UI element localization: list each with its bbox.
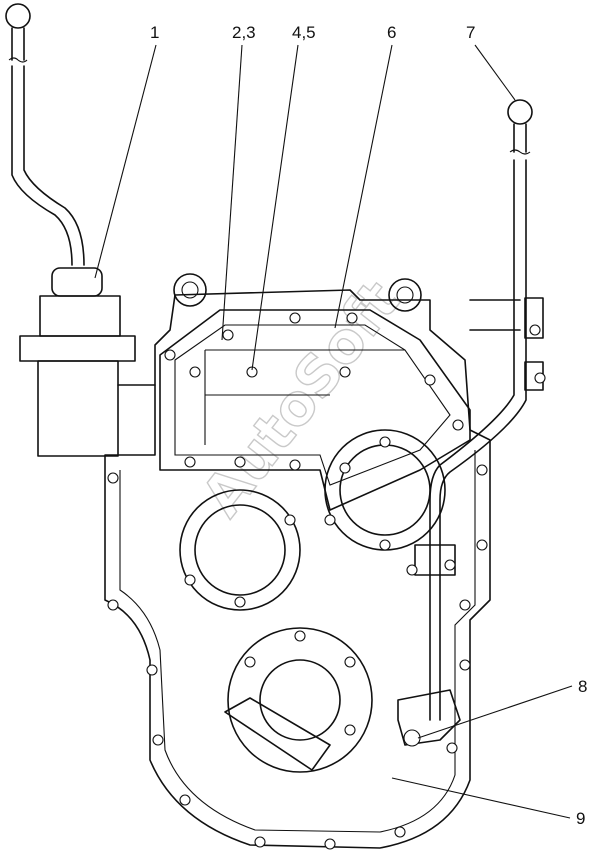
callout-6: 6 — [387, 23, 396, 42]
callout-labels: 1 2,3 4,5 6 7 8 9 — [150, 23, 587, 828]
callout-8: 8 — [578, 677, 587, 696]
callout-2-3: 2,3 — [232, 23, 256, 42]
cover-plate — [159, 309, 471, 511]
watermark: AutoSoft — [190, 269, 413, 528]
callout-4-5: 4,5 — [292, 23, 316, 42]
shift-lever-left — [5, 3, 156, 457]
callout-9: 9 — [576, 809, 585, 828]
leader-lines — [94, 44, 573, 819]
callout-1: 1 — [150, 23, 159, 42]
callout-7: 7 — [466, 23, 475, 42]
housing-bolts — [107, 312, 488, 850]
lever-rod-right — [397, 99, 546, 747]
gearbox-housing — [104, 273, 491, 849]
